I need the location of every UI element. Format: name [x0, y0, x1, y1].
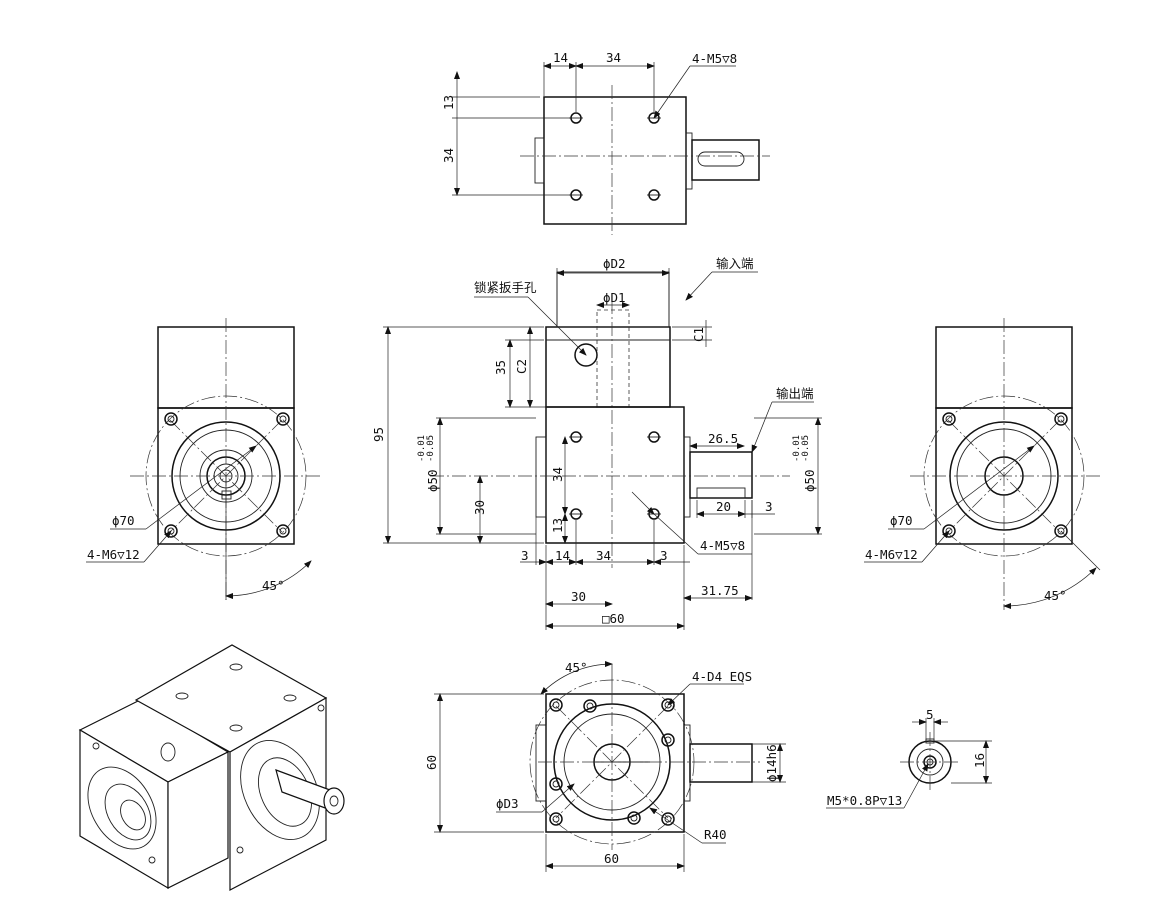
fit-tol-lower-left: -0.05 — [426, 435, 436, 462]
dim-14-label: 14 — [553, 50, 568, 65]
fit-tol-lower-right: -0.05 — [801, 435, 811, 462]
left-side-view: ϕ70 4-M6▽12 45° — [86, 318, 322, 600]
flange-hole — [942, 412, 956, 426]
front-holes-label: 4-M5▽8 — [700, 538, 745, 553]
flange-hole — [276, 524, 290, 538]
fit-50-right-label: ϕ50 — [802, 469, 817, 492]
angle-45-right-label: 45° — [1044, 588, 1067, 603]
top-mount-hole — [569, 112, 583, 124]
mount-hole — [549, 698, 563, 712]
d1-label: ϕD1 — [603, 290, 626, 305]
wrench-hole-label: 锁紧扳手孔 — [474, 280, 537, 295]
key-5-label: 5 — [926, 707, 934, 722]
shaft-end-view: 5 16 M5*0.8P▽13 — [826, 707, 992, 809]
dim-35-label: 35 — [493, 360, 508, 375]
thread-m5-label: M5*0.8P▽13 — [827, 793, 902, 808]
flange-hole — [1054, 524, 1068, 538]
key-3-label: 3 — [765, 499, 773, 514]
m6-right-label: 4-M6▽12 — [865, 547, 918, 562]
flange-hole — [661, 733, 675, 747]
flange-hole — [276, 412, 290, 426]
m6-left-label: 4-M6▽12 — [87, 547, 140, 562]
angle-45-bottom-label: 45° — [565, 660, 588, 675]
b34-label: 34 — [596, 548, 611, 563]
right-side-view: ϕ70 4-M6▽12 45° — [864, 318, 1101, 610]
shaft-16-label: 16 — [972, 753, 987, 768]
dim-30-vertical-label: 30 — [472, 500, 487, 515]
mount-hole — [661, 812, 675, 826]
b14-label: 14 — [555, 548, 570, 563]
top-view: 14 34 4-M5▽8 13 34 — [441, 50, 770, 235]
front-34-label: 34 — [550, 467, 565, 482]
dim-13-label: 13 — [441, 95, 456, 110]
b30-label: 30 — [571, 589, 586, 604]
mount-hole — [549, 812, 563, 826]
flange-hole — [549, 777, 563, 791]
c1-label: C1 — [691, 327, 706, 342]
shaft-14h6-label: ϕ14h6 — [764, 744, 779, 782]
r40-label: R40 — [704, 827, 727, 842]
top-mount-hole — [647, 189, 661, 201]
phi70-left-label: ϕ70 — [112, 513, 135, 528]
phi70-right-label: ϕ70 — [890, 513, 913, 528]
d2-label: ϕD2 — [603, 256, 626, 271]
input-end-label: 输入端 — [716, 256, 754, 271]
d3-label: ϕD3 — [496, 796, 519, 811]
shaft-26-5-label: 26.5 — [708, 431, 738, 446]
dim-60-horizontal-label: 60 — [604, 851, 619, 866]
front-view: ϕD2 ϕD1 锁紧扳手孔 输入端 输出端 C1 35 C2 95 — [371, 256, 822, 630]
top-mount-hole — [569, 189, 583, 201]
dim-34-side-label: 34 — [441, 148, 456, 163]
angle-45-left-label: 45° — [262, 578, 285, 593]
b3-left-label: 3 — [521, 548, 529, 563]
b31-75-label: 31.75 — [701, 583, 739, 598]
d4-holes-label: 4-D4 EQS — [692, 669, 752, 684]
square-60-label: □60 — [602, 611, 625, 626]
flange-hole — [164, 412, 178, 426]
dim-95-label: 95 — [371, 427, 386, 442]
front-mount-hole — [569, 431, 583, 443]
front-mount-hole — [569, 508, 583, 520]
flange-hole — [583, 699, 597, 713]
output-end-label: 输出端 — [776, 386, 814, 401]
c2-label: C2 — [514, 359, 529, 374]
key-20-label: 20 — [716, 499, 731, 514]
fit-tol-upper-right: -0.01 — [792, 435, 802, 462]
flange-hole — [627, 811, 641, 825]
b3-right-label: 3 — [660, 548, 668, 563]
fit-50-left-label: ϕ50 — [425, 469, 440, 492]
dim-34-label: 34 — [606, 50, 621, 65]
flange-hole — [1054, 412, 1068, 426]
front-mount-hole — [647, 431, 661, 443]
fit-tol-upper-left: -0.01 — [417, 435, 427, 462]
bottom-view: 45° 4-D4 EQS 60 ϕD3 R40 60 ϕ14h6 — [424, 660, 786, 872]
isometric-view — [78, 644, 345, 891]
dim-60-vertical-label: 60 — [424, 755, 439, 770]
front-13-label: 13 — [550, 518, 565, 533]
top-holes-label: 4-M5▽8 — [692, 51, 737, 66]
